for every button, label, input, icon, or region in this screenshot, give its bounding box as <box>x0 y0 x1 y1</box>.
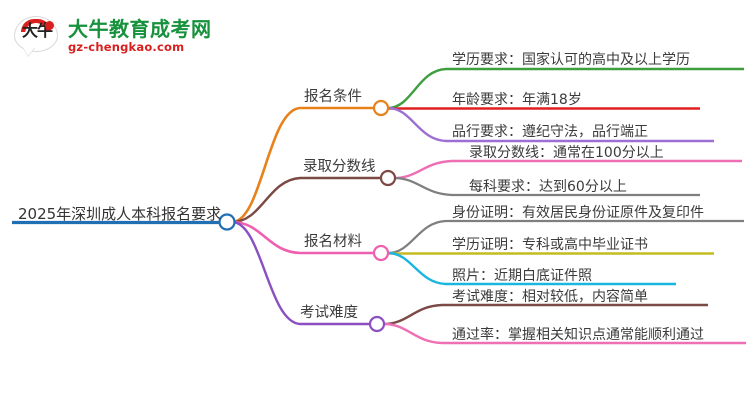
leaf-curve-3-3 <box>387 251 676 286</box>
branch-node-circle-3[interactable] <box>372 244 390 262</box>
leaf-curve-1-3 <box>387 106 714 143</box>
leaf-label-photo[interactable]: 照片：近期白底证件照 <box>452 268 592 284</box>
leaf-label-id-proof[interactable]: 身份证明：有效居民身份证原件及复印件 <box>452 205 704 221</box>
leaf-label-conduct-requirement[interactable]: 品行要求：遵纪守法，品行端正 <box>452 124 648 140</box>
trunk-curve-3 <box>231 220 375 255</box>
site-name: 大牛教育成考网 <box>68 16 212 41</box>
leaf-label-pass-rate[interactable]: 通过率：掌握相关知识点通常能顺利通过 <box>452 327 704 343</box>
leaf-label-subject-requirement[interactable]: 每科要求：达到60分以上 <box>469 179 627 195</box>
root-node-label[interactable]: 2025年深圳成人本科报名要求 <box>18 205 222 223</box>
leaf-curve-4-1 <box>383 303 708 326</box>
site-url: gz-chengkao.com <box>68 39 185 54</box>
logo-bubble-tail <box>23 47 35 56</box>
leaf-curve-3-1 <box>387 219 744 255</box>
leaf-label-education-proof[interactable]: 学历证明：专科或高中毕业证书 <box>452 237 648 253</box>
branch-node-circle-4[interactable] <box>368 315 386 333</box>
branch-node-circle-1[interactable] <box>372 99 390 117</box>
leaf-curve-4-2 <box>383 322 746 345</box>
leaf-curve-2-2 <box>393 176 700 197</box>
leaf-label-difficulty[interactable]: 考试难度：相对较低，内容简单 <box>452 289 648 305</box>
root-node-circle[interactable] <box>218 213 236 231</box>
branch-node-circle-2[interactable] <box>379 169 397 187</box>
branch-label-registration-materials[interactable]: 报名材料 <box>304 234 362 250</box>
leaf-label-score-line[interactable]: 录取分数线：通常在100分以上 <box>469 145 664 161</box>
trunk-curve-4 <box>231 220 370 326</box>
branch-label-registration-conditions[interactable]: 报名条件 <box>304 89 362 105</box>
logo-red-dot <box>45 21 54 30</box>
leaf-curve-2-1 <box>393 159 742 180</box>
branch-label-exam-difficulty[interactable]: 考试难度 <box>300 305 358 321</box>
branch-label-admission-score[interactable]: 录取分数线 <box>303 159 376 175</box>
site-logo: 大牛 大牛教育成考网 gz-chengkao.com <box>14 12 224 60</box>
leaf-label-education-requirement[interactable]: 学历要求：国家认可的高中及以上学历 <box>452 52 690 68</box>
logo-wordmark: 大牛教育成考网 gz-chengkao.com <box>68 19 212 54</box>
trunk-curve-1 <box>231 106 374 224</box>
trunk-curve-2 <box>231 176 382 224</box>
logo-red-arc <box>21 19 51 34</box>
leaf-curve-1-1 <box>387 67 744 110</box>
logo-speech-bubble-icon: 大牛 <box>14 15 60 57</box>
leaf-label-age-requirement[interactable]: 年龄要求：年满18岁 <box>452 92 582 108</box>
